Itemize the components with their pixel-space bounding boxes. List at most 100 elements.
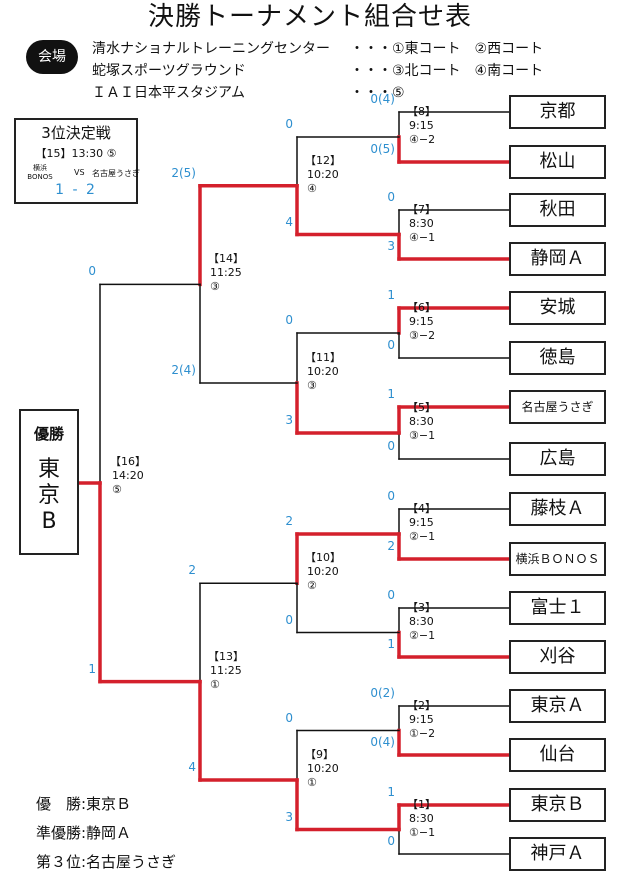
r1-score-top: 0 — [387, 190, 395, 204]
r3-score-top: 2 — [188, 563, 196, 578]
r3-match-time: 11:25 — [210, 663, 242, 677]
r1-match-time: 9:15 — [409, 516, 434, 529]
r3-match-court: ③ — [210, 280, 220, 294]
r1-match-court: ③−2 — [409, 329, 436, 342]
r2-score-top: 0 — [285, 710, 293, 725]
r2-match-time: 10:20 — [307, 365, 339, 378]
third-place-vs: VS — [74, 168, 85, 177]
r1-match-label: 【1】 — [407, 797, 436, 811]
r1-score-bottom: 3 — [387, 239, 395, 253]
third-place-box: 3位決定戦 【15】13:30 ⑤ 横浜 BONOS VS 名古屋うさぎ 1 -… — [14, 118, 140, 204]
venue-name-2: 蛇塚スポーツグラウンド — [92, 63, 246, 79]
r3-match-court: ① — [210, 677, 220, 691]
final-results: 優 勝:東京Ｂ 準優勝:静岡Ａ 第３位:名古屋うさぎ — [36, 790, 176, 877]
r1-match-time: 9:15 — [409, 119, 434, 132]
team-box: 東京Ａ — [509, 689, 606, 723]
final-match-time: 14:20 — [112, 469, 144, 482]
team-box: 仙台 — [509, 738, 606, 772]
team-box: 富士１ — [509, 591, 606, 625]
third-place-title: 3位決定戦 — [41, 124, 111, 142]
r2-match-time: 10:20 — [307, 167, 339, 181]
venue-courts-3: ・・・⑤ — [350, 85, 405, 101]
r1-match-time: 8:30 — [409, 415, 434, 428]
r1-match-label: 【8】 — [407, 105, 436, 118]
r1-match-time: 9:15 — [409, 712, 434, 726]
result-winner: 優 勝:東京Ｂ — [36, 795, 132, 813]
r1-score-top: 0 — [387, 489, 395, 503]
r2-match-court: ② — [307, 579, 317, 593]
venue-courts-1: ・・・①東コート ②西コート — [350, 41, 544, 57]
venue-badge: 会場 — [26, 40, 78, 74]
r1-score-bottom: 2 — [387, 539, 395, 553]
r1-match-time: 8:30 — [409, 811, 434, 825]
r1-match-time: 8:30 — [409, 614, 434, 628]
r3-score-top: 2(5) — [171, 165, 196, 180]
r1-match-time: 9:15 — [409, 315, 434, 328]
third-place-info: 【15】13:30 ⑤ — [35, 147, 117, 160]
r1-match-court: ④−2 — [409, 133, 436, 146]
r2-match-label: 【12】 — [305, 153, 341, 167]
result-third: 第３位:名古屋うさぎ — [36, 853, 177, 871]
r2-match-time: 10:20 — [307, 565, 339, 579]
r2-score-bottom: 0 — [285, 612, 293, 627]
final-score-top: 0 — [88, 264, 96, 279]
r2-match-court: ③ — [307, 379, 317, 392]
r2-score-bottom: 4 — [285, 214, 293, 229]
team-box: 徳島 — [509, 341, 606, 375]
r1-score-top: 0 — [387, 588, 395, 602]
r2-match-court: ① — [307, 776, 317, 789]
r1-score-top: 1 — [387, 288, 395, 302]
r1-match-label: 【7】 — [407, 202, 436, 216]
final-match-label: 【16】 — [110, 455, 146, 468]
r2-score-bottom: 3 — [285, 413, 293, 427]
r1-score-top: 1 — [387, 387, 395, 401]
r2-score-top: 2 — [285, 514, 293, 528]
r2-match-label: 【9】 — [305, 748, 334, 761]
team-box: 安城 — [509, 291, 606, 325]
r3-match-label: 【13】 — [208, 649, 244, 663]
r3-score-bottom: 4 — [188, 760, 196, 774]
venue-name-3: ＩＡＩ日本平スタジアム — [92, 85, 246, 101]
r1-match-court: ④−1 — [409, 230, 436, 244]
team-box: 松山 — [509, 145, 606, 179]
page-title: 決勝トーナメント組合せ表 — [147, 2, 472, 32]
r1-match-time: 8:30 — [409, 216, 434, 230]
r1-match-label: 【4】 — [407, 502, 436, 515]
r1-score-bottom: 0 — [387, 338, 395, 352]
team-box: 東京Ｂ — [509, 788, 606, 822]
r1-score-top: 0(2) — [370, 686, 395, 700]
team-box: 広島 — [509, 442, 606, 476]
r2-score-top: 0 — [285, 117, 293, 131]
r1-score-top: 0(4) — [370, 92, 395, 106]
r1-score-bottom: 0 — [387, 834, 395, 848]
champion-team: 東 京 B — [37, 457, 60, 534]
r3-match-time: 11:25 — [210, 266, 242, 280]
third-place-team2: 名古屋うさぎ — [92, 169, 140, 178]
team-box: 神戸Ａ — [509, 837, 606, 871]
venue-name-1: 清水ナショナルトレーニングセンター — [92, 41, 330, 57]
team-box: 名古屋うさぎ — [509, 390, 606, 424]
r2-match-time: 10:20 — [307, 762, 339, 775]
r2-score-bottom: 3 — [285, 809, 293, 824]
r1-score-bottom: 0(4) — [370, 735, 395, 749]
r1-match-court: ①−2 — [409, 726, 436, 740]
team-box: 藤枝Ａ — [509, 492, 606, 526]
r1-match-court: ②−1 — [409, 530, 436, 543]
team-box: 京都 — [509, 95, 606, 129]
r1-match-label: 【6】 — [407, 301, 436, 314]
team-box: 秋田 — [509, 193, 606, 227]
r2-match-court: ④ — [307, 181, 317, 195]
team-box: 静岡Ａ — [509, 242, 606, 276]
third-place-team1: 横浜 BONOS — [27, 164, 53, 181]
r1-match-label: 【3】 — [407, 600, 436, 614]
champion-box: 優勝 東 京 B — [19, 409, 79, 555]
r1-score-bottom: 0(5) — [370, 142, 395, 156]
third-place-score: 1 - 2 — [55, 182, 97, 198]
result-runner-up: 準優勝:静岡Ａ — [36, 824, 132, 842]
r1-match-court: ③−1 — [409, 429, 436, 442]
r3-score-bottom: 2(4) — [171, 363, 196, 377]
r1-match-court: ①−1 — [409, 825, 436, 839]
r1-match-court: ②−1 — [409, 628, 436, 642]
champion-label: 優勝 — [33, 425, 64, 443]
